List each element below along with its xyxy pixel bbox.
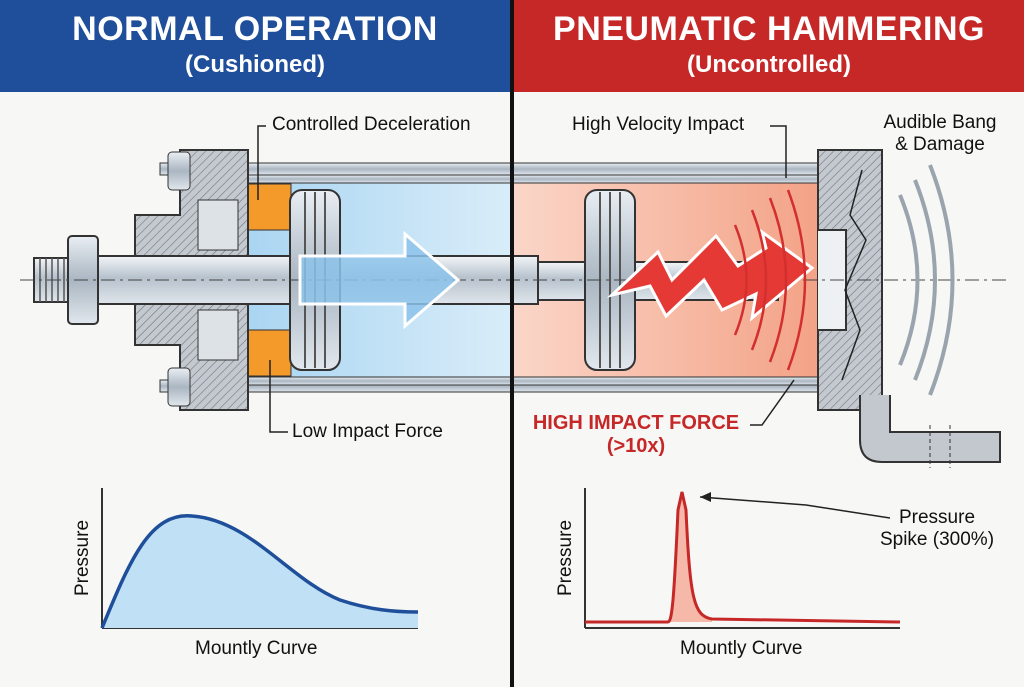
hammering-graph-ylabel: Pressure [555, 520, 576, 596]
cushion-seal-bottom [197, 309, 239, 361]
pressure-spike-label: Pressure Spike (300%) [866, 507, 1008, 551]
hammering-pressure-graph [584, 488, 901, 629]
piston-right [584, 189, 636, 371]
barrel-wall-top [244, 174, 824, 184]
controlled-motion-arrow [298, 230, 461, 330]
pneumatic-hammering-title: PNEUMATIC HAMMERING [553, 10, 985, 48]
shock-waves [733, 189, 807, 371]
mounting-bracket [859, 395, 1001, 463]
hammering-graph-xlabel: Mountly Curve [680, 638, 803, 659]
spike-curve-line [585, 491, 901, 624]
controlled-deceleration-label: Controlled Deceleration [272, 114, 471, 135]
panel-divider [510, 0, 514, 687]
pressure-spike-line1: Pressure [898, 507, 976, 528]
barrel-wall-bottom [244, 376, 824, 386]
cushioned-curve-line [100, 514, 419, 629]
cushioned-graph-ylabel: Pressure [72, 520, 93, 596]
low-impact-force-label: Low Impact Force [292, 421, 443, 442]
high-velocity-impact-label: High Velocity Impact [572, 114, 745, 135]
impact-arrow [606, 228, 815, 322]
high-impact-force-line2: (>10x) [606, 435, 666, 457]
sound-waves [898, 164, 955, 396]
high-impact-force-line1: HIGH IMPACT FORCE [532, 412, 740, 434]
cushion-seal-top [197, 199, 239, 251]
crack-mark [841, 169, 867, 381]
cushion-pad-bottom [246, 329, 292, 377]
audible-bang-line1: Audible Bang [883, 112, 997, 133]
normal-operation-subtitle: (Cushioned) [185, 51, 325, 78]
pneumatic-hammering-header: PNEUMATIC HAMMERING (Uncontrolled) [514, 0, 1024, 92]
normal-operation-header: NORMAL OPERATION (Cushioned) [0, 0, 510, 92]
normal-operation-title: NORMAL OPERATION [72, 10, 438, 48]
spike-curve-area [668, 492, 712, 622]
audible-bang-line2: & Damage [895, 134, 985, 155]
cushioned-graph-xlabel: Mountly Curve [195, 638, 318, 659]
audible-bang-label: Audible Bang & Damage [878, 112, 1002, 156]
cushion-pad-top [246, 183, 292, 231]
cushioned-pressure-graph [100, 488, 419, 629]
high-impact-force-label: HIGH IMPACT FORCE (>10x) [526, 412, 746, 458]
leader-lines [257, 125, 891, 519]
tie-rod-nut-left-bottom [167, 367, 191, 407]
spike-pointer-arrowhead [700, 492, 711, 502]
pneumatic-hammering-subtitle: (Uncontrolled) [687, 51, 851, 78]
pressure-spike-line2: Spike (300%) [879, 529, 995, 550]
tie-rod-nut-left-top [167, 151, 191, 191]
